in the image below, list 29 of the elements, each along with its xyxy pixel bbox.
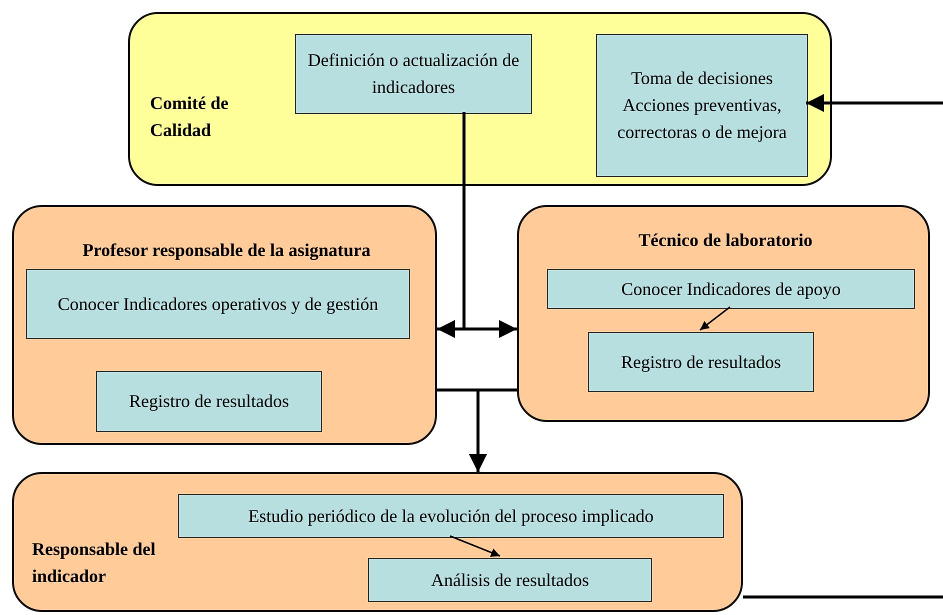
arrow: [450, 535, 500, 557]
group-panel: [517, 205, 930, 422]
box-text: Definición o actualización de indicadores: [306, 49, 520, 99]
process-box: [178, 494, 724, 538]
box-text: Análisis de resultados: [431, 568, 589, 592]
process-box: [96, 371, 322, 432]
group-panel: [12, 205, 437, 445]
box-text: Toma de decisiones: [631, 67, 773, 90]
group-title: Técnico de laboratorio: [638, 229, 814, 252]
box-text: Registro de resultados: [621, 350, 781, 374]
box-text: Estudio periódico de la evolución del proceso implicado: [248, 504, 654, 528]
process-box: [368, 558, 652, 602]
box-text: Acciones preventivas, correctoras o de mejora: [616, 94, 788, 144]
arrow: [806, 94, 943, 112]
arrow: [469, 388, 517, 472]
process-box: [588, 332, 814, 392]
process-box: [26, 269, 410, 339]
group-title: Profesor responsable de la asignatura: [81, 239, 372, 262]
group-panel: [12, 472, 743, 612]
box-text: Conocer Indicadores de apoyo: [621, 278, 841, 301]
group-panel: [128, 12, 832, 186]
process-box: [547, 269, 915, 309]
process-box: [295, 34, 532, 114]
group-title: Responsable del indicador: [32, 538, 157, 588]
box-text: Registro de resultados: [129, 390, 289, 413]
group-title: Comité de Calidad: [150, 92, 230, 142]
box-text: Conocer Indicadores operativos y de gestión: [58, 292, 378, 316]
arrow: [700, 306, 730, 331]
process-box: [596, 34, 808, 177]
